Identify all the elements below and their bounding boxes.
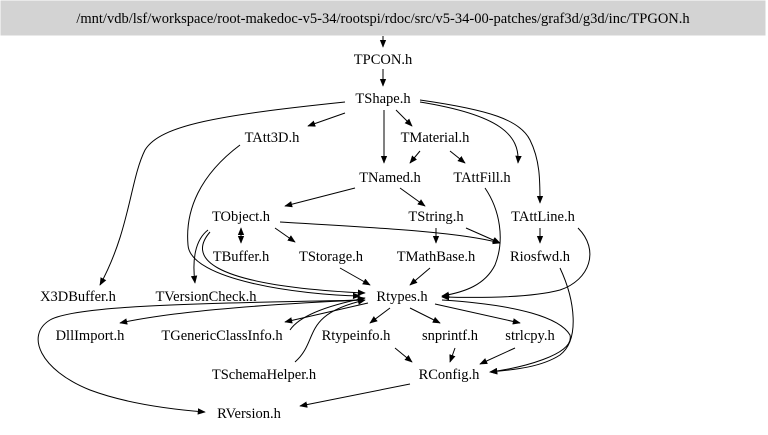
edge-tnamed-tobject [284, 187, 356, 208]
node-tstorage[interactable]: TStorage.h [299, 249, 364, 265]
edge-tshape-x3dbuffer [99, 101, 346, 286]
node-rtypes[interactable]: Rtypes.h [376, 289, 428, 305]
node-tpcon[interactable]: TPCON.h [354, 52, 413, 68]
edge-rtypes-snprintf [409, 307, 441, 324]
node-tshape[interactable]: TShape.h [355, 91, 411, 107]
edge-tatt3d-rtypes [187, 144, 361, 300]
edge-rtypes-rversion [37, 299, 363, 415]
edge-riosfwd-rconfig [489, 267, 574, 375]
edge-rtypes-strlcpy [434, 303, 521, 325]
edge-rtypes-rconfig [441, 299, 571, 375]
node-rversion[interactable]: RVersion.h [217, 406, 281, 422]
edge-tshape-tattline [419, 99, 544, 204]
node-rtypeinfo[interactable]: Rtypeinfo.h [322, 328, 392, 344]
edge-rtypes-tgenericclassinfo [284, 302, 369, 324]
edge-tgenericclassinfo-rtypes [289, 296, 366, 331]
node-snprintf[interactable]: snprintf.h [422, 328, 479, 344]
node-tmathbase[interactable]: TMathBase.h [397, 249, 476, 265]
edge-tschemahelper-rtypes [294, 298, 366, 363]
node-tversioncheck[interactable]: TVersionCheck.h [155, 289, 257, 305]
node-strlcpy[interactable]: strlcpy.h [505, 328, 555, 344]
node-tattfill[interactable]: TAttFill.h [453, 170, 511, 186]
edge-tshape-tatt3d [307, 112, 346, 127]
nodes: TPCON.h TShape.h TAtt3D.h TMaterial.h TN… [40, 52, 576, 422]
root-node-label: /mnt/vdb/lsf/workspace/root-makedoc-v5-3… [76, 11, 690, 27]
edge-strlcpy-rconfig [479, 347, 516, 365]
node-tbuffer[interactable]: TBuffer.h [213, 249, 270, 265]
node-tschemahelper[interactable]: TSchemaHelper.h [212, 367, 317, 383]
edge-tstorage-rtypes [339, 267, 371, 286]
node-dllimport[interactable]: DllImport.h [56, 328, 126, 344]
edge-tobject-tstorage [274, 227, 296, 243]
edge-tobject-riosfwd [279, 221, 501, 245]
node-tgenericclassinfo[interactable]: TGenericClassInfo.h [161, 328, 283, 344]
node-tmaterial[interactable]: TMaterial.h [401, 130, 471, 146]
node-tobject[interactable]: TObject.h [212, 209, 271, 225]
node-riosfwd[interactable]: Riosfwd.h [510, 249, 571, 265]
root-node[interactable]: /mnt/vdb/lsf/workspace/root-makedoc-v5-3… [0, 0, 766, 36]
node-tatt3d[interactable]: TAtt3D.h [245, 130, 301, 146]
edge-tobject-tversioncheck [190, 229, 209, 284]
edge-snprintf-rconfig [449, 347, 456, 363]
edge-tshape-tmaterial [395, 109, 413, 127]
edge-tattfill-rtypes [441, 187, 501, 298]
node-tstring[interactable]: TString.h [408, 209, 464, 225]
node-x3dbuffer[interactable]: X3DBuffer.h [40, 289, 117, 305]
edge-rtypeinfo-rconfig [394, 347, 413, 363]
edge-tmaterial-tattfill [449, 150, 466, 164]
edges [37, 36, 591, 415]
edge-rtypes-rtypeinfo [369, 307, 391, 324]
edge-tnamed-tstring [399, 187, 426, 207]
node-rconfig[interactable]: RConfig.h [419, 367, 481, 383]
node-tnamed[interactable]: TNamed.h [359, 170, 421, 186]
edge-rtypes-dllimport [119, 299, 363, 325]
edge-rconfig-rversion [299, 383, 411, 408]
edge-tmathbase-rtypes [409, 267, 431, 286]
edge-tshape-tattfill [419, 101, 522, 164]
node-tattline[interactable]: TAttLine.h [511, 209, 575, 225]
edge-tobject-rtypes [202, 231, 366, 296]
edge-tattline-rtypes [441, 227, 591, 301]
edge-tmaterial-tnamed [409, 150, 421, 164]
edge-tstring-riosfwd [465, 227, 501, 244]
